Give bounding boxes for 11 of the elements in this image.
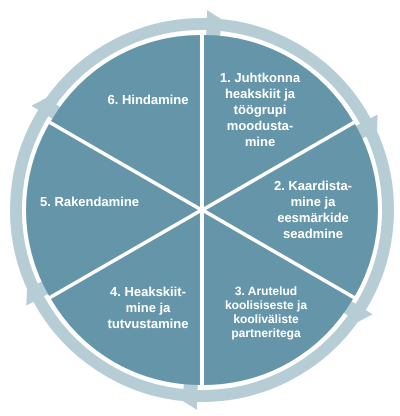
cycle-segment — [51, 213, 200, 386]
step-label: 5. Rakendamine — [40, 194, 140, 210]
cycle-segment — [204, 34, 353, 207]
step-label: 6. Hindamine — [106, 92, 190, 108]
cycle-segment — [26, 124, 198, 296]
step-label: 3. Arutelud koolisiseste ja kooliväliste partneritega — [224, 284, 308, 340]
cycle-segment — [204, 213, 353, 386]
step-label: 4. Heakskiit-mine ja tutvustamine — [106, 284, 190, 332]
step-label: 1. Juhtkonna heakskiit ja töögrupi moodusta-mine — [218, 70, 302, 150]
step-label: 2. Kaardista-mine ja eesmärkide seadmine — [272, 178, 354, 242]
cycle-segment — [51, 34, 200, 207]
